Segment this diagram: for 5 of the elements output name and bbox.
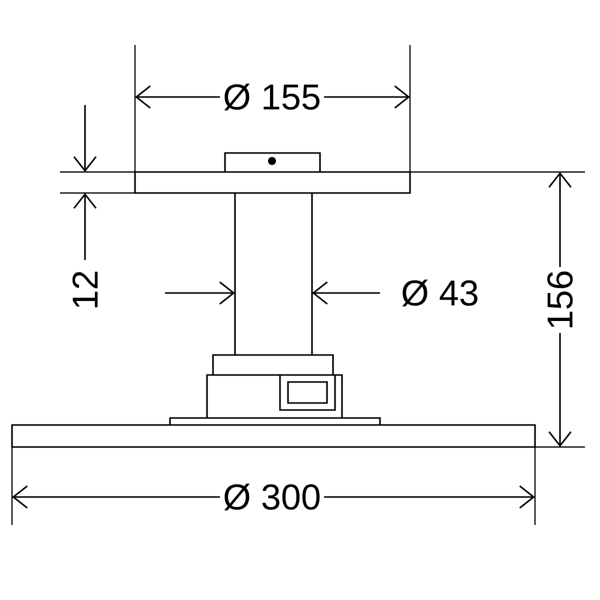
dimension-label: 12: [69, 266, 101, 314]
dimension-label: Ø 43: [398, 276, 482, 310]
dimension-label: Ø 300: [220, 480, 324, 514]
dimension-label: Ø 155: [220, 80, 324, 114]
dimension-label: 156: [544, 266, 576, 334]
